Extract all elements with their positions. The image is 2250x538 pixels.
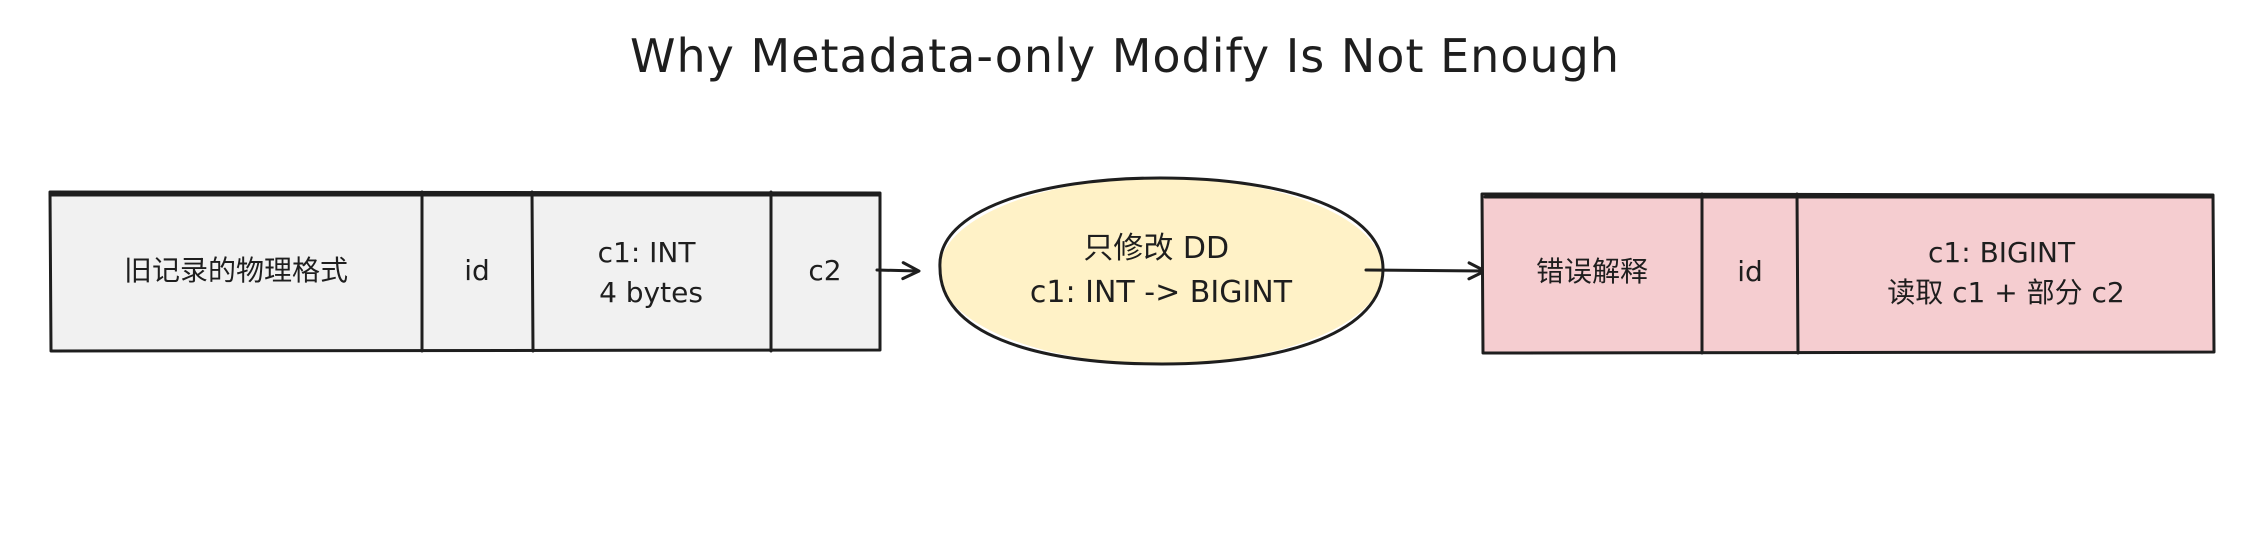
wrong-record-cell-id: id	[1737, 255, 1763, 288]
old-record-divider-2	[530, 190, 535, 353]
old-record-cell-c2: c2	[808, 254, 841, 287]
old-record-background	[50, 192, 880, 350]
modify-dd-label: 只修改 DD c1: INT -> BIGINT	[1030, 231, 1293, 310]
wrong-record-background	[1482, 194, 2214, 352]
old-record-cell-format: 旧记录的物理格式	[124, 254, 348, 287]
wrong-record-cell-label: 错误解释	[1536, 255, 1648, 288]
old-record-cell-id: id	[464, 254, 490, 287]
wrong-record-divider-2	[1795, 192, 1800, 355]
modify-dd-node: 只修改 DD c1: INT -> BIGINT	[938, 176, 1385, 366]
arrow-modify-to-wrong	[1364, 261, 1487, 281]
arrow-old-to-modify	[875, 261, 921, 281]
diagram-title: Why Metadata-only Modify Is Not Enough	[630, 29, 1620, 83]
modify-dd-ellipse	[939, 178, 1383, 364]
wrong-record-cell-c1: c1: BIGINT 读取 c1 + 部分 c2	[1887, 236, 2124, 309]
old-record-row: 旧记录的物理格式 id c1: INT 4 bytes c2	[48, 190, 882, 353]
wrong-record-row: 错误解释 id c1: BIGINT 读取 c1 + 部分 c2	[1480, 192, 2216, 355]
old-record-border	[48, 190, 882, 353]
wrong-record-border	[1480, 192, 2216, 355]
old-record-cell-c1: c1: INT 4 bytes	[598, 236, 705, 309]
